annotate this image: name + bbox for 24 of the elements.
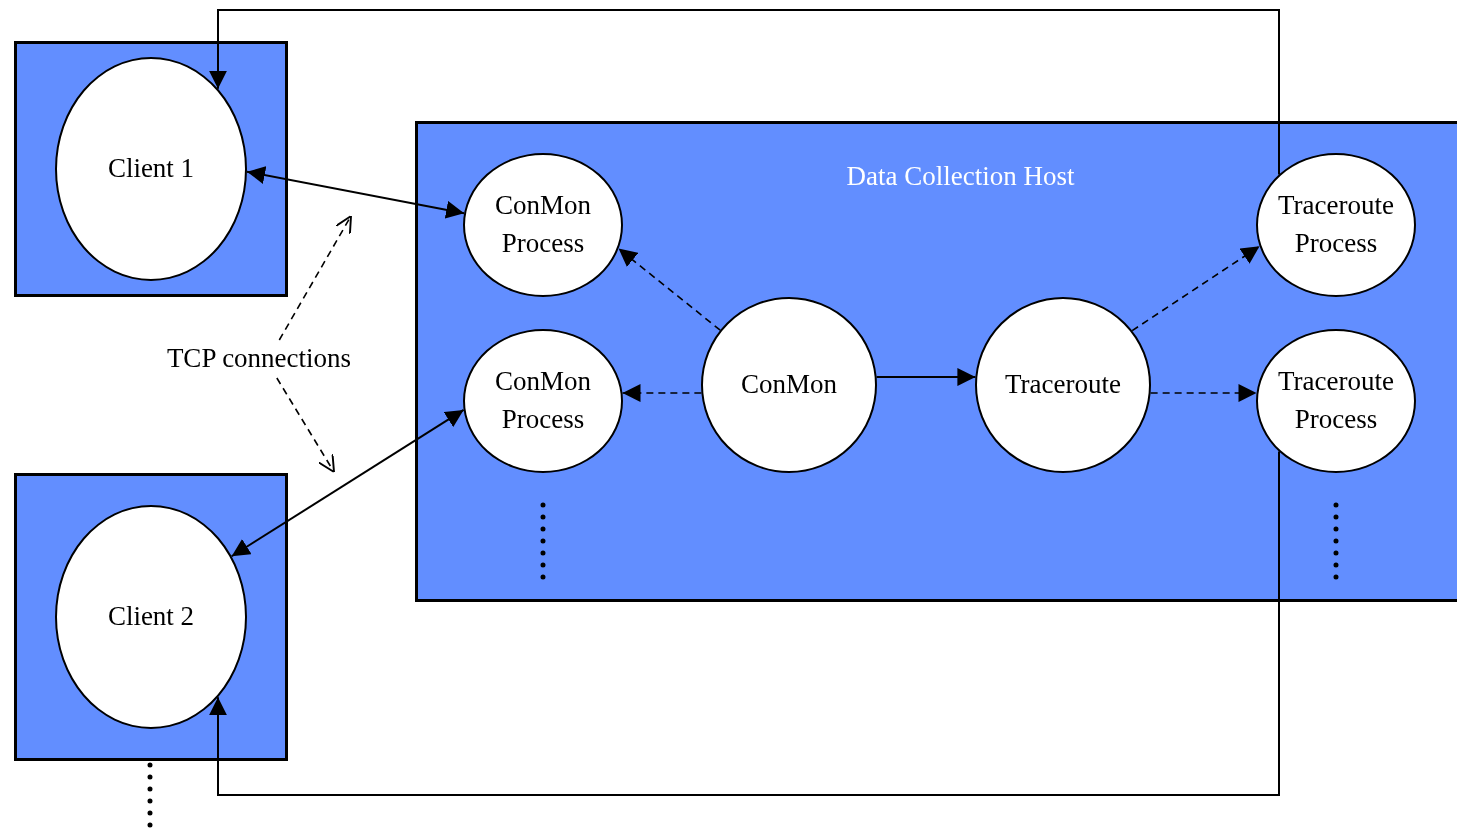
arrow [230, 408, 465, 558]
arrow [875, 368, 977, 387]
arrow [1149, 384, 1258, 403]
node-label: Traceroute Process [1277, 189, 1395, 260]
arrow [209, 9, 1280, 176]
pointer-arrow [276, 377, 335, 473]
arrow [617, 247, 721, 331]
arrow [1131, 245, 1261, 332]
node-label: ConMon Process [494, 189, 592, 260]
host-title: Data Collection Host [845, 160, 1076, 193]
node-label: Client 2 [107, 600, 195, 634]
node-label: Client 1 [107, 152, 195, 186]
client-panel [14, 41, 288, 297]
host-panel [415, 121, 1457, 602]
node-label: Traceroute Process [1277, 365, 1395, 436]
node-label: Traceroute [1005, 368, 1121, 402]
node-label: ConMon [741, 368, 837, 402]
arrow [245, 166, 466, 219]
arrow [209, 450, 1280, 796]
arrow [621, 384, 703, 403]
client-panel [14, 473, 288, 761]
annotation-text: TCP connections [166, 342, 352, 376]
pointer-arrow [278, 215, 352, 341]
node-label: ConMon Process [494, 365, 592, 436]
